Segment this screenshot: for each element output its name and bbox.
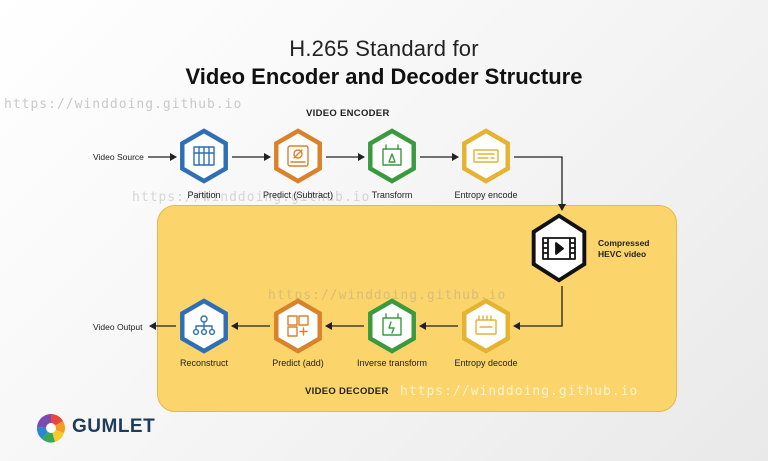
entropy-decode-icon [462,298,510,354]
inverse-transform-icon [368,298,416,354]
inverse-transform-label: Inverse transform [356,358,428,368]
predict-add-label: Predict (add) [272,358,324,368]
watermark-bottom: https://winddoing.github.io [400,384,639,399]
reconstruct-node [176,298,232,354]
decoder-region [157,205,677,412]
encoder-section-label: VIDEO ENCODER [306,108,390,119]
reconstruct-icon [180,298,228,354]
watermark-middle: https://winddoing.github.io [132,190,371,205]
title-line-2: Video Encoder and Decoder Structure [185,64,583,89]
watermark-decoder: https://winddoing.github.io [268,288,507,303]
entropy-decode-node [458,298,514,354]
predict-subtract-node [270,128,326,184]
reconstruct-label: Reconstruct [179,358,229,368]
watermark-top: https://winddoing.github.io [4,97,243,112]
predict-subtract-icon [274,128,322,184]
video-output-label: Video Output [93,322,143,332]
partition-icon [180,128,228,184]
entropy-encode-icon [462,128,510,184]
transform-label: Transform [371,190,413,200]
partition-label: Partition [187,190,221,200]
inverse-transform-node [364,298,420,354]
compressed-video-node [526,212,592,284]
predict-subtract-label: Predict (Subtract) [262,190,334,200]
film-icon [531,213,587,283]
arrow-compressed-to-decode [513,286,563,330]
predict-add-icon [274,298,322,354]
entropy-encode-label: Entropy encode [454,190,518,200]
decoder-section-label: VIDEO DECODER [305,386,389,397]
predict-add-node [270,298,326,354]
transform-node [364,128,420,184]
transform-icon [368,128,416,184]
entropy-encode-node [458,128,514,184]
gumlet-brand: GUMLET [72,416,156,437]
title-line-1: H.265 Standard for [289,36,479,61]
gumlet-logo-icon [36,413,65,443]
compressed-label-line-2: HEVC video [598,249,647,259]
partition-node [176,128,232,184]
video-source-label: Video Source [93,152,144,162]
arrow-entropy-to-compressed [514,156,566,211]
entropy-decode-label: Entropy decode [454,358,518,368]
compressed-video-label: Compressed HEVC video [598,238,650,260]
compressed-label-line-1: Compressed [598,238,650,248]
